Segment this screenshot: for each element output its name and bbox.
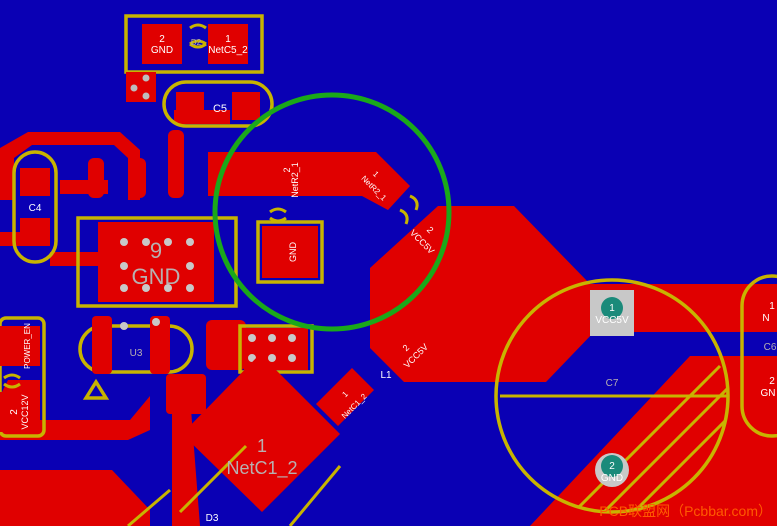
left-edge-component: POWER_EN 2 VCC12V	[0, 316, 46, 438]
svg-text:D2: D2	[191, 38, 202, 47]
l1-footprint: 1 NetC1_2 L1	[316, 368, 392, 426]
pad-c5-1[interactable]	[176, 92, 204, 120]
d3-footprint: 1 NetC1_2 D3	[127, 354, 342, 526]
pad-netc1-big-net: NetC1_2	[226, 458, 297, 479]
pad-via-vcc5v-number: 1	[609, 303, 615, 314]
pad-top-netc5[interactable]	[208, 24, 248, 64]
designator-c6: C6	[764, 342, 777, 353]
pad-ic-gnd[interactable]	[98, 222, 214, 302]
pad-top-gnd[interactable]	[142, 24, 182, 64]
designator-c5: C5	[213, 103, 227, 115]
pad-right-top-net: N	[762, 313, 769, 324]
pad-top-netc5-net: NetC5_2	[208, 45, 248, 56]
pad-right-mid-number: 2	[769, 376, 775, 387]
pad-netr2-net: NetR2_1	[290, 162, 300, 198]
ic-footprint: 9 GND	[76, 216, 238, 308]
pad-netr2-number: 2	[282, 167, 292, 172]
footprint-top: 2 GND 1 NetC5_2 D2	[124, 14, 264, 102]
r2-footprint: 2 NetR2_1 1 NetR2_1 GND	[208, 152, 419, 284]
pad-vcc12v-net: VCC12V	[20, 394, 30, 429]
capacitor-c5: C5	[162, 80, 274, 128]
pad-netc1-small[interactable]	[316, 368, 374, 426]
pad-top-netc5-number: 1	[225, 34, 231, 45]
capacitor-c7: C7 1 VCC5V 2 GND	[494, 278, 777, 526]
designator-l1: L1	[380, 370, 392, 381]
pad-c4-1[interactable]	[20, 168, 50, 196]
pad-netc1-big-number: 1	[257, 436, 267, 456]
copper-vcc5v[interactable]	[370, 206, 777, 382]
pad-vcc12v-number: 2	[9, 409, 20, 415]
highlight-circle	[212, 92, 452, 332]
vcc5v-polygon: 2 VCC5V 2 VCC5V	[370, 206, 777, 382]
pad-power-en-net: POWER_EN	[23, 323, 32, 369]
designator-u3: U3	[130, 348, 143, 359]
capacitor-c4: C4	[12, 150, 58, 264]
designator-d3: D3	[206, 513, 219, 524]
pad-vcc5v-b-number: 2	[401, 343, 412, 354]
pad-right-mid[interactable]	[750, 366, 777, 408]
trace-netr2[interactable]	[208, 152, 410, 210]
pad-vcc5v-a-number: 2	[425, 225, 436, 236]
pad-ic-gnd-number: 9	[150, 238, 162, 263]
designator-c7: C7	[606, 378, 619, 389]
pad-ic-gnd-net: GND	[132, 264, 181, 289]
pad-top-gnd-number: 2	[159, 34, 165, 45]
capacitor-c6: 1 N C6 2 GN	[740, 274, 777, 438]
pad-via-gnd-net: GND	[601, 473, 623, 484]
designator-c4: C4	[29, 203, 42, 214]
pad-via-vcc5v-net: VCC5V	[595, 315, 629, 326]
pad-via-gnd-number: 2	[609, 461, 615, 472]
pad-c5-2[interactable]	[232, 92, 260, 120]
pad-netr2-pin1-number: 1	[371, 169, 381, 179]
pad-right-mid-net: GN	[761, 388, 776, 399]
pad-right-top-number: 1	[769, 301, 775, 312]
watermark-text: PCB联盟网（Pcbbar.com）	[599, 503, 772, 519]
pad-gnd-under-net: GND	[288, 242, 298, 263]
pad-power-en[interactable]	[0, 326, 40, 366]
pad-netc1-small-number: 1	[340, 389, 350, 399]
pad-right-top[interactable]	[750, 290, 777, 332]
pad-gnd-under[interactable]	[262, 226, 318, 278]
pad-top-gnd-net: GND	[151, 45, 173, 56]
pad-c4-2[interactable]	[20, 218, 50, 246]
pad-vcc12v[interactable]	[0, 392, 40, 432]
